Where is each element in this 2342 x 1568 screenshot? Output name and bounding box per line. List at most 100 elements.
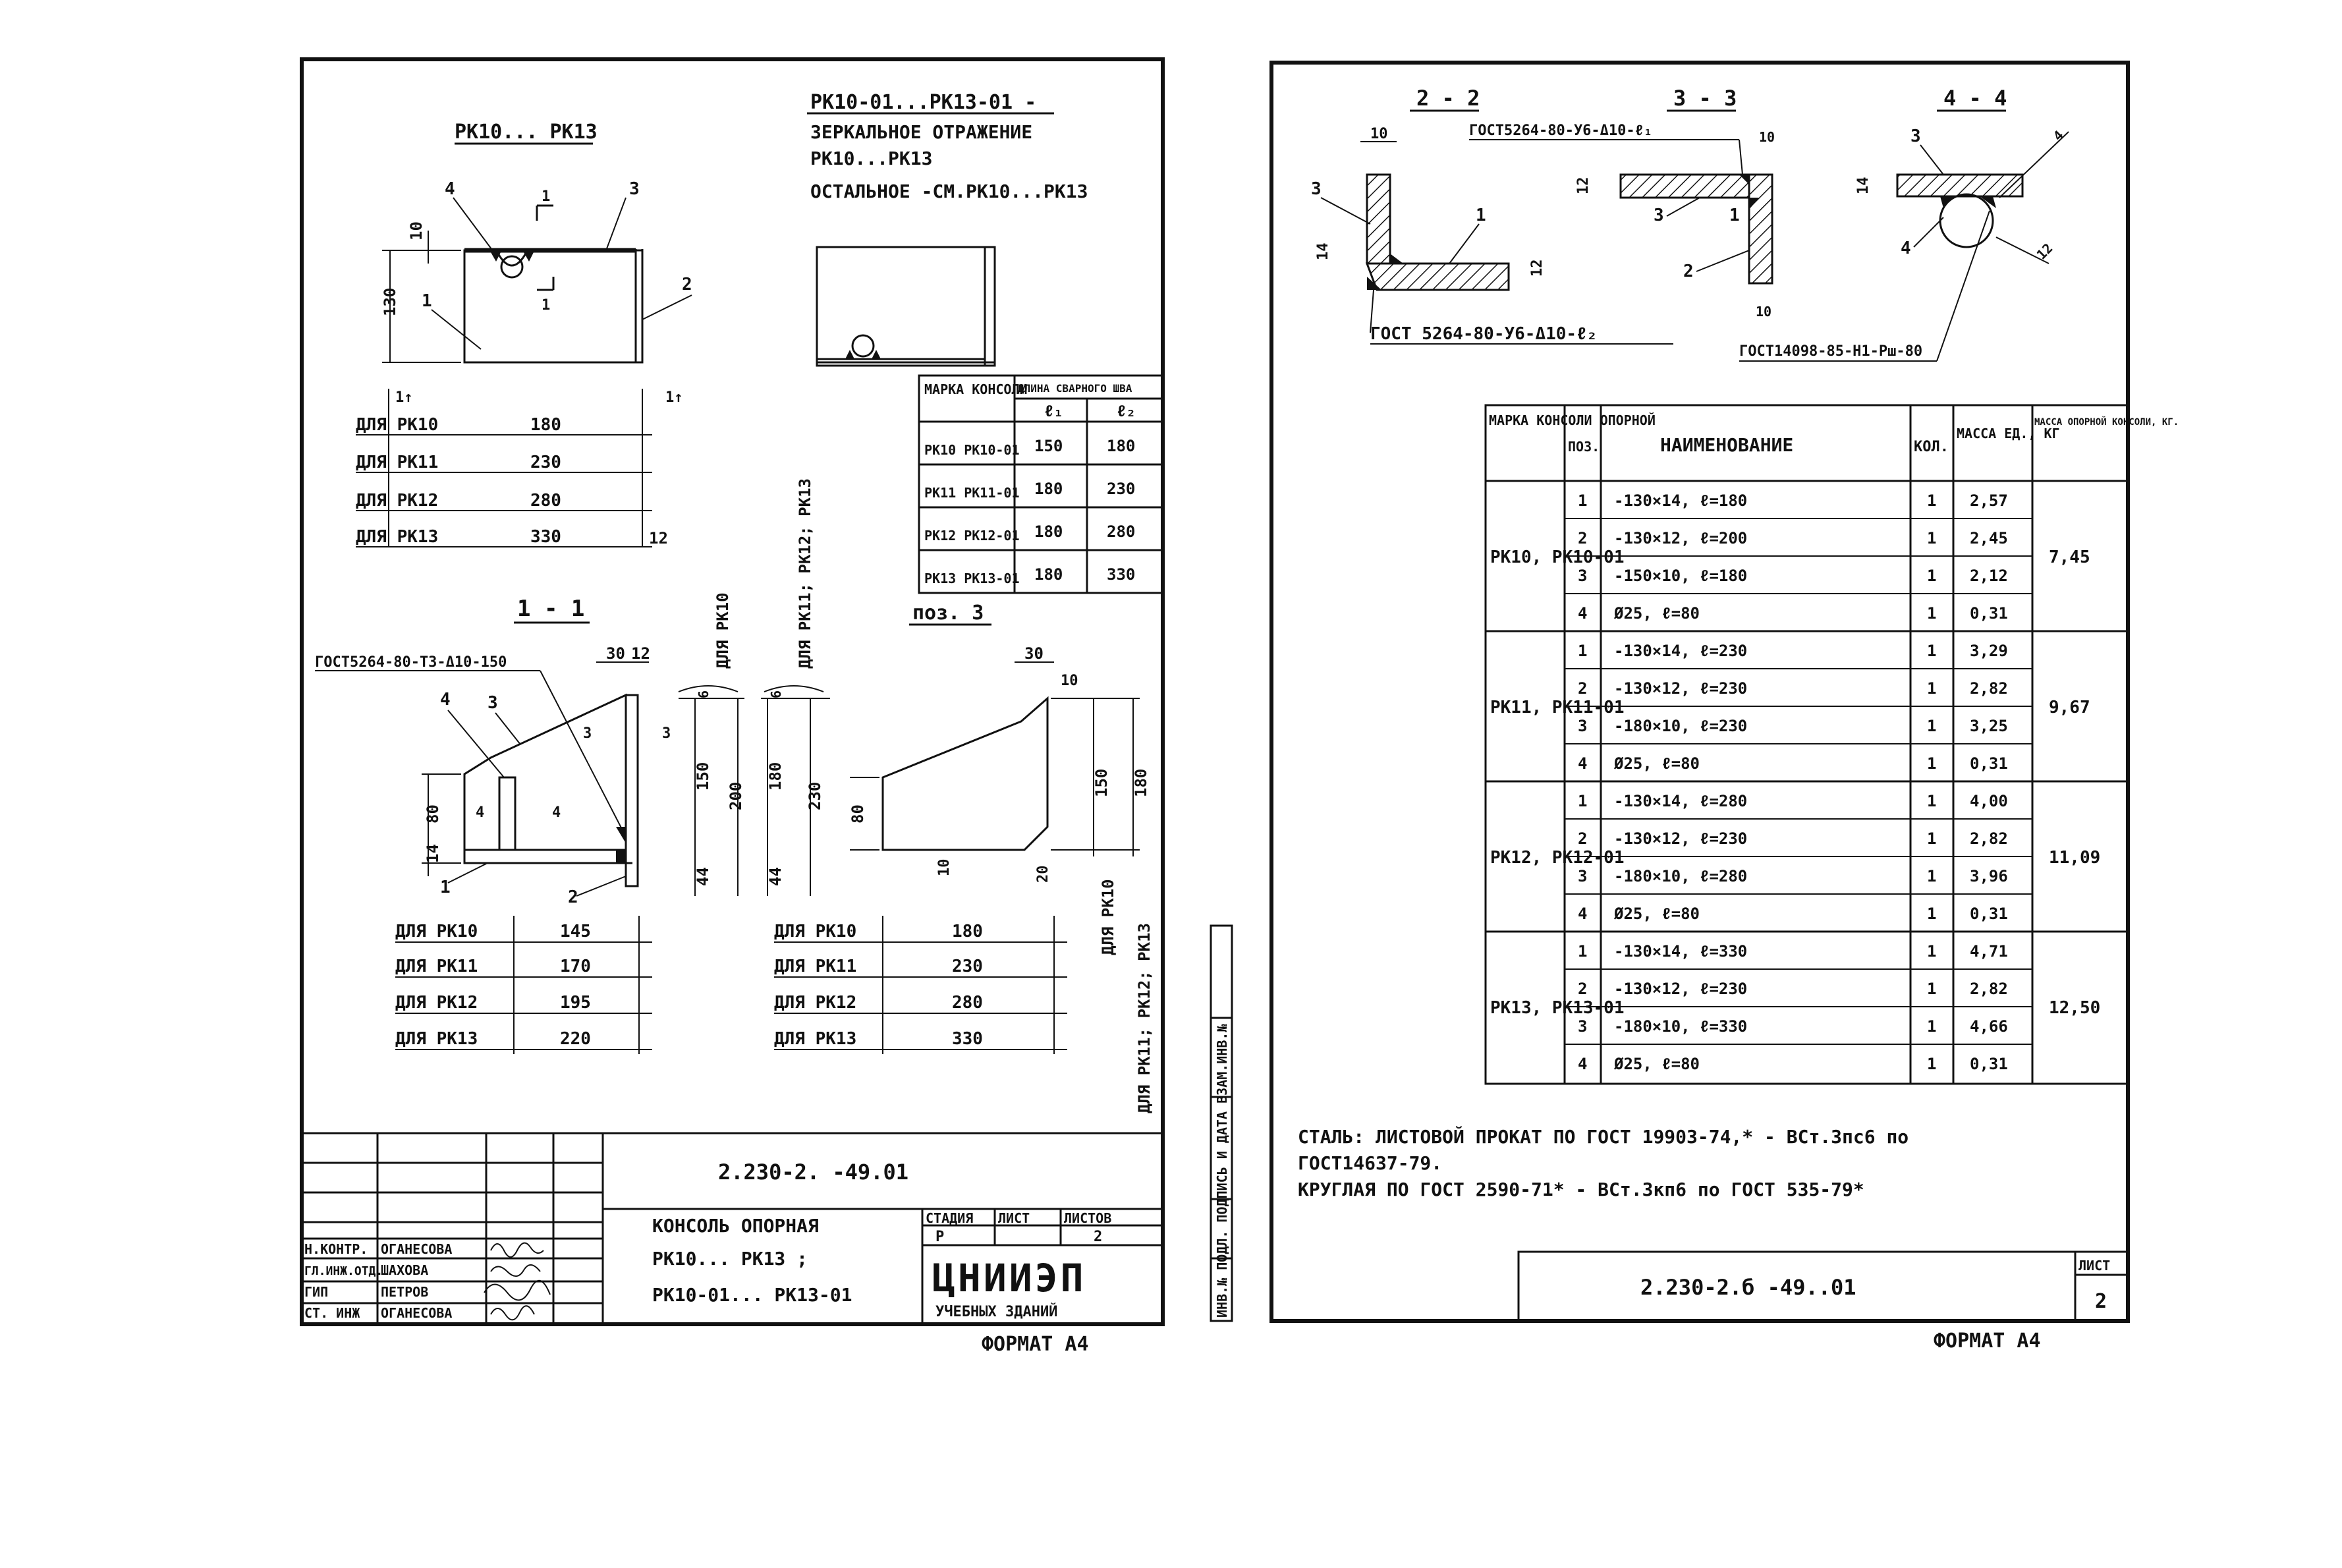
svg-text:330: 330 <box>1107 565 1135 584</box>
svg-text:10: 10 <box>1759 129 1775 145</box>
svg-text:1: 1 <box>1729 206 1740 225</box>
svg-text:2: 2 <box>1094 1229 1102 1245</box>
plan-length-rows: 1↑ 1↑ ДЛЯ РК10 180 ДЛЯ РК11 230 ДЛЯ РК12… <box>356 389 683 547</box>
svg-text:ДЛЯ РК11: ДЛЯ РК11 <box>395 957 478 976</box>
spec-name: Ø25, ℓ=80 <box>1613 1055 1700 1073</box>
svg-text:ДЛЯ РК11; РК12; РК13: ДЛЯ РК11; РК12; РК13 <box>1135 923 1154 1113</box>
spec-qty: 1 <box>1927 529 1936 547</box>
svg-text:ГИП: ГИП <box>304 1284 328 1300</box>
svg-text:СТАЛЬ: ЛИСТОВОЙ ПРОКАТ ПО ГОСТ: СТАЛЬ: ЛИСТОВОЙ ПРОКАТ ПО ГОСТ 19903-74,… <box>1298 1125 1909 1148</box>
svg-text:4: 4 <box>476 804 484 821</box>
svg-text:КОЛ.: КОЛ. <box>1914 439 1949 455</box>
svg-text:ДЛЯ РК11; РК12; РК13: ДЛЯ РК11; РК12; РК13 <box>796 478 814 669</box>
format-label-2: ФОРМАТ А4 <box>1934 1330 2041 1353</box>
spec-name: -130×14, ℓ=280 <box>1614 792 1747 810</box>
steel-notes: СТАЛЬ: ЛИСТОВОЙ ПРОКАТ ПО ГОСТ 19903-74,… <box>1298 1125 1909 1200</box>
svg-text:ДЛЯ РК13: ДЛЯ РК13 <box>774 1029 856 1049</box>
spec-qty: 1 <box>1927 980 1936 998</box>
spec-unit-mass: 4,66 <box>1970 1017 2008 1036</box>
svg-text:180: 180 <box>1107 437 1135 455</box>
spec-pos: 4 <box>1578 604 1587 623</box>
svg-text:12: 12 <box>1529 260 1546 277</box>
svg-text:РК10...РК13: РК10...РК13 <box>810 148 932 169</box>
spec-total-mass: 7,45 <box>2049 547 2090 567</box>
svg-text:145: 145 <box>560 922 591 941</box>
svg-text:230: 230 <box>806 782 824 810</box>
side-strip: ИНВ.№ ПОДЛ. ПОДПИСЬ И ДАТА ВЗАМ.ИНВ.№ <box>1210 924 1233 1322</box>
svg-text:280: 280 <box>952 993 983 1013</box>
svg-text:3: 3 <box>662 725 671 742</box>
spec-pos: 3 <box>1578 717 1587 735</box>
title-block-1: 2.230-2. -49.01 КОНСОЛЬ ОПОРНАЯ РК10... … <box>302 1132 1163 1324</box>
svg-text:ИНВ.№ ПОДЛ. ПОДПИСЬ И ДАТА ВЗА: ИНВ.№ ПОДЛ. ПОДПИСЬ И ДАТА ВЗАМ.ИНВ.№ <box>1214 1024 1230 1318</box>
spec-pos: 1 <box>1578 491 1587 510</box>
svg-text:80: 80 <box>849 804 867 824</box>
svg-text:220: 220 <box>560 1029 591 1049</box>
svg-text:3: 3 <box>1311 179 1322 199</box>
spec-qty: 1 <box>1927 942 1936 961</box>
plan-length-label-0: ДЛЯ РК10 <box>356 415 438 435</box>
spec-unit-mass: 2,12 <box>1970 567 2008 585</box>
svg-text:Н.КОНТР.: Н.КОНТР. <box>304 1241 368 1257</box>
spec-name: -150×10, ℓ=180 <box>1614 567 1747 585</box>
svg-text:180: 180 <box>1034 480 1063 498</box>
spec-name: Ø25, ℓ=80 <box>1613 754 1700 773</box>
svg-text:4: 4 <box>445 179 455 199</box>
plan-view: 130 10 4 3 1 2 1 1 <box>381 179 692 364</box>
spec-name: -130×14, ℓ=330 <box>1614 942 1747 961</box>
svg-text:180: 180 <box>1034 522 1063 541</box>
svg-text:10: 10 <box>407 221 426 240</box>
svg-text:МАССА ЕД., КГ: МАССА ЕД., КГ <box>1957 426 2060 441</box>
spec-unit-mass: 2,82 <box>1970 829 2008 848</box>
svg-text:2: 2 <box>1683 262 1694 281</box>
svg-text:ГОСТ14637-79.: ГОСТ14637-79. <box>1298 1152 1442 1174</box>
spec-name: -180×10, ℓ=280 <box>1614 867 1747 885</box>
svg-text:130: 130 <box>381 288 399 316</box>
svg-text:3: 3 <box>583 725 592 742</box>
format-label-1: ФОРМАТ А4 <box>982 1333 1089 1356</box>
section-length-rows: ДЛЯ РК10 145 ДЛЯ РК11 170 ДЛЯ РК12 195 Д… <box>395 916 652 1054</box>
svg-text:ℓ₂: ℓ₂ <box>1117 402 1136 420</box>
section-1-1: 1 - 1 ГОСТ5264-80-Т3-Δ10-150 30 12 80 14… <box>315 478 830 907</box>
svg-text:150: 150 <box>694 762 712 791</box>
svg-text:2: 2 <box>568 887 578 907</box>
spec-pos: 1 <box>1578 942 1587 961</box>
plan-length-value-1: 230 <box>530 453 561 472</box>
svg-text:ДЛЯ РК13: ДЛЯ РК13 <box>395 1029 478 1049</box>
svg-text:30: 30 <box>606 644 625 663</box>
svg-text:44: 44 <box>766 867 785 886</box>
spec-name: -180×10, ℓ=230 <box>1614 717 1747 735</box>
svg-text:1: 1 <box>440 878 451 897</box>
svg-text:ДЛЯ РК10: ДЛЯ РК10 <box>713 592 732 669</box>
spec-name: -180×10, ℓ=330 <box>1614 1017 1747 1036</box>
svg-text:ДЛЯ РК11: ДЛЯ РК11 <box>774 957 856 976</box>
spec-unit-mass: 2,57 <box>1970 491 2008 510</box>
svg-text:1↑: 1↑ <box>665 389 683 406</box>
spec-total-mass: 11,09 <box>2049 848 2100 868</box>
svg-text:80: 80 <box>424 804 442 824</box>
spec-unit-mass: 2,82 <box>1970 679 2008 698</box>
spec-name: -130×12, ℓ=230 <box>1614 829 1747 848</box>
spec-unit-mass: 4,00 <box>1970 792 2008 810</box>
weld-length-table: МАРКА КОНСОЛИ ДЛИНА СВАРНОГО ШВА ℓ₁ ℓ₂ Р… <box>918 374 1164 594</box>
spec-pos: 2 <box>1578 980 1587 998</box>
svg-text:280: 280 <box>1107 522 1135 541</box>
svg-text:ГОСТ5264-80-У6-Δ10-ℓ₁: ГОСТ5264-80-У6-Δ10-ℓ₁ <box>1469 123 1652 139</box>
plan-length-value-0: 180 <box>530 415 561 435</box>
svg-text:230: 230 <box>1107 480 1135 498</box>
plan-length-label-1: ДЛЯ РК11 <box>356 453 438 472</box>
svg-text:МАРКА КОНСОЛИ: МАРКА КОНСОЛИ <box>924 381 1028 397</box>
spec-unit-mass: 0,31 <box>1970 1055 2008 1073</box>
spec-unit-mass: 0,31 <box>1970 754 2008 773</box>
svg-text:14: 14 <box>1315 243 1331 261</box>
svg-text:ДЛЯ РК12: ДЛЯ РК12 <box>395 993 478 1013</box>
svg-text:3: 3 <box>629 179 640 199</box>
spec-qty: 1 <box>1927 905 1936 923</box>
spec-pos: 2 <box>1578 829 1587 848</box>
svg-text:14: 14 <box>1855 177 1872 195</box>
svg-text:ЛИСТ: ЛИСТ <box>998 1210 1030 1226</box>
svg-text:ДЛЯ РК12: ДЛЯ РК12 <box>774 993 856 1013</box>
svg-text:РК10-01...РК13-01 -: РК10-01...РК13-01 - <box>810 91 1036 114</box>
svg-text:ГОСТ14098-85-Н1-Рш-80: ГОСТ14098-85-Н1-Рш-80 <box>1739 343 1922 360</box>
